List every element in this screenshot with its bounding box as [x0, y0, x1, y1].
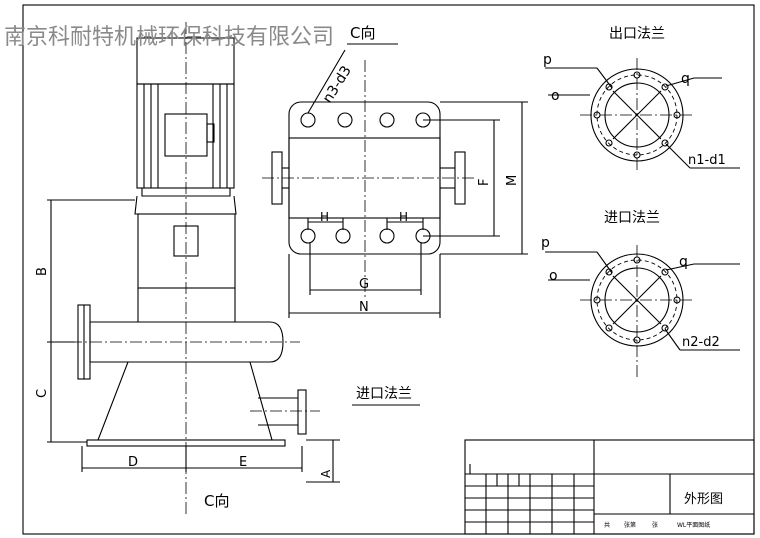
outlet-flange-q: q [681, 71, 690, 87]
outlet-flange-title: 出口法兰 [609, 26, 665, 42]
inlet-flange-view [545, 245, 740, 380]
title-block-sheet-total: 共 [604, 521, 610, 529]
outlet-flange-n-d: n1-d1 [688, 153, 726, 168]
watermark-text: 南京科耐特机械环保科技有限公司 [4, 25, 334, 50]
outlet-flange-o: o [551, 88, 560, 104]
outlet-flange-p: p [543, 52, 552, 68]
dim-A: A [319, 469, 333, 478]
title-block-sheet-of: 张第 [624, 521, 636, 529]
title-block-drawing-name: 外形图 [684, 492, 723, 507]
dim-M: M [505, 175, 520, 186]
inlet-flange-p: p [541, 235, 550, 251]
dim-H-left: H [320, 210, 329, 224]
c-view-top-label: C向 [350, 24, 375, 42]
title-block-model: WL平面图纸 [677, 521, 710, 529]
inlet-flange-q: q [679, 254, 688, 270]
c-view-bottom-label: C向 [204, 492, 229, 510]
front-view [47, 22, 340, 515]
outlet-flange-view [545, 58, 740, 172]
dim-E: E [239, 455, 247, 470]
dim-H-right: H [399, 210, 408, 224]
dim-C: C [35, 389, 50, 398]
drawing-border [22, 4, 755, 535]
inlet-flange-o: o [549, 268, 558, 284]
inlet-flange-n-d: n2-d2 [682, 335, 720, 350]
title-block [464, 439, 755, 535]
dim-F: F [477, 179, 492, 186]
c-view [262, 43, 528, 318]
dim-B: B [35, 267, 50, 276]
inlet-flange-label: 进口法兰 [356, 386, 412, 402]
dim-G: G [359, 277, 369, 292]
title-block-sheet-unit: 张 [652, 521, 658, 529]
dim-N: N [359, 300, 369, 315]
dim-D: D [128, 455, 138, 470]
inlet-flange-title: 进口法兰 [604, 210, 660, 226]
